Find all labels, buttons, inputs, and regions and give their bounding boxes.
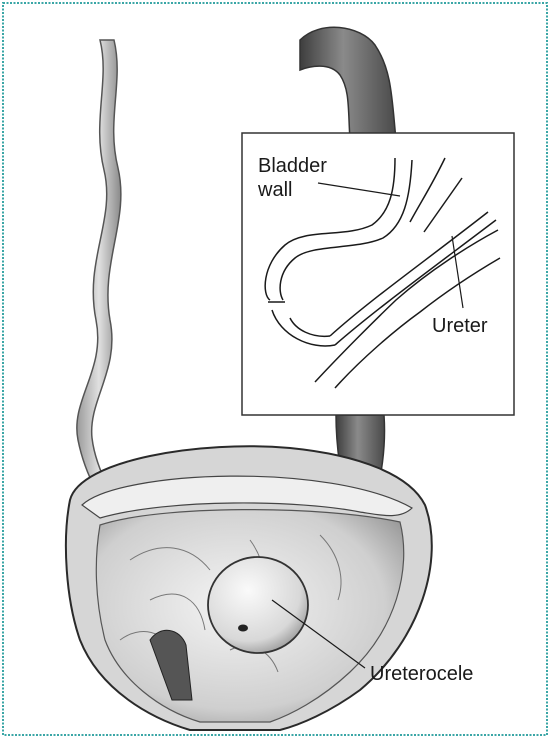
bladder-wall-label-line1: Bladder (258, 155, 327, 177)
bladder-wall-label-line2: wall (257, 179, 292, 201)
ureterocele-label: Ureterocele (370, 663, 473, 685)
ureterocele-orifice (238, 625, 248, 632)
ureterocele-sac (208, 557, 308, 653)
ureter-label: Ureter (432, 315, 488, 337)
